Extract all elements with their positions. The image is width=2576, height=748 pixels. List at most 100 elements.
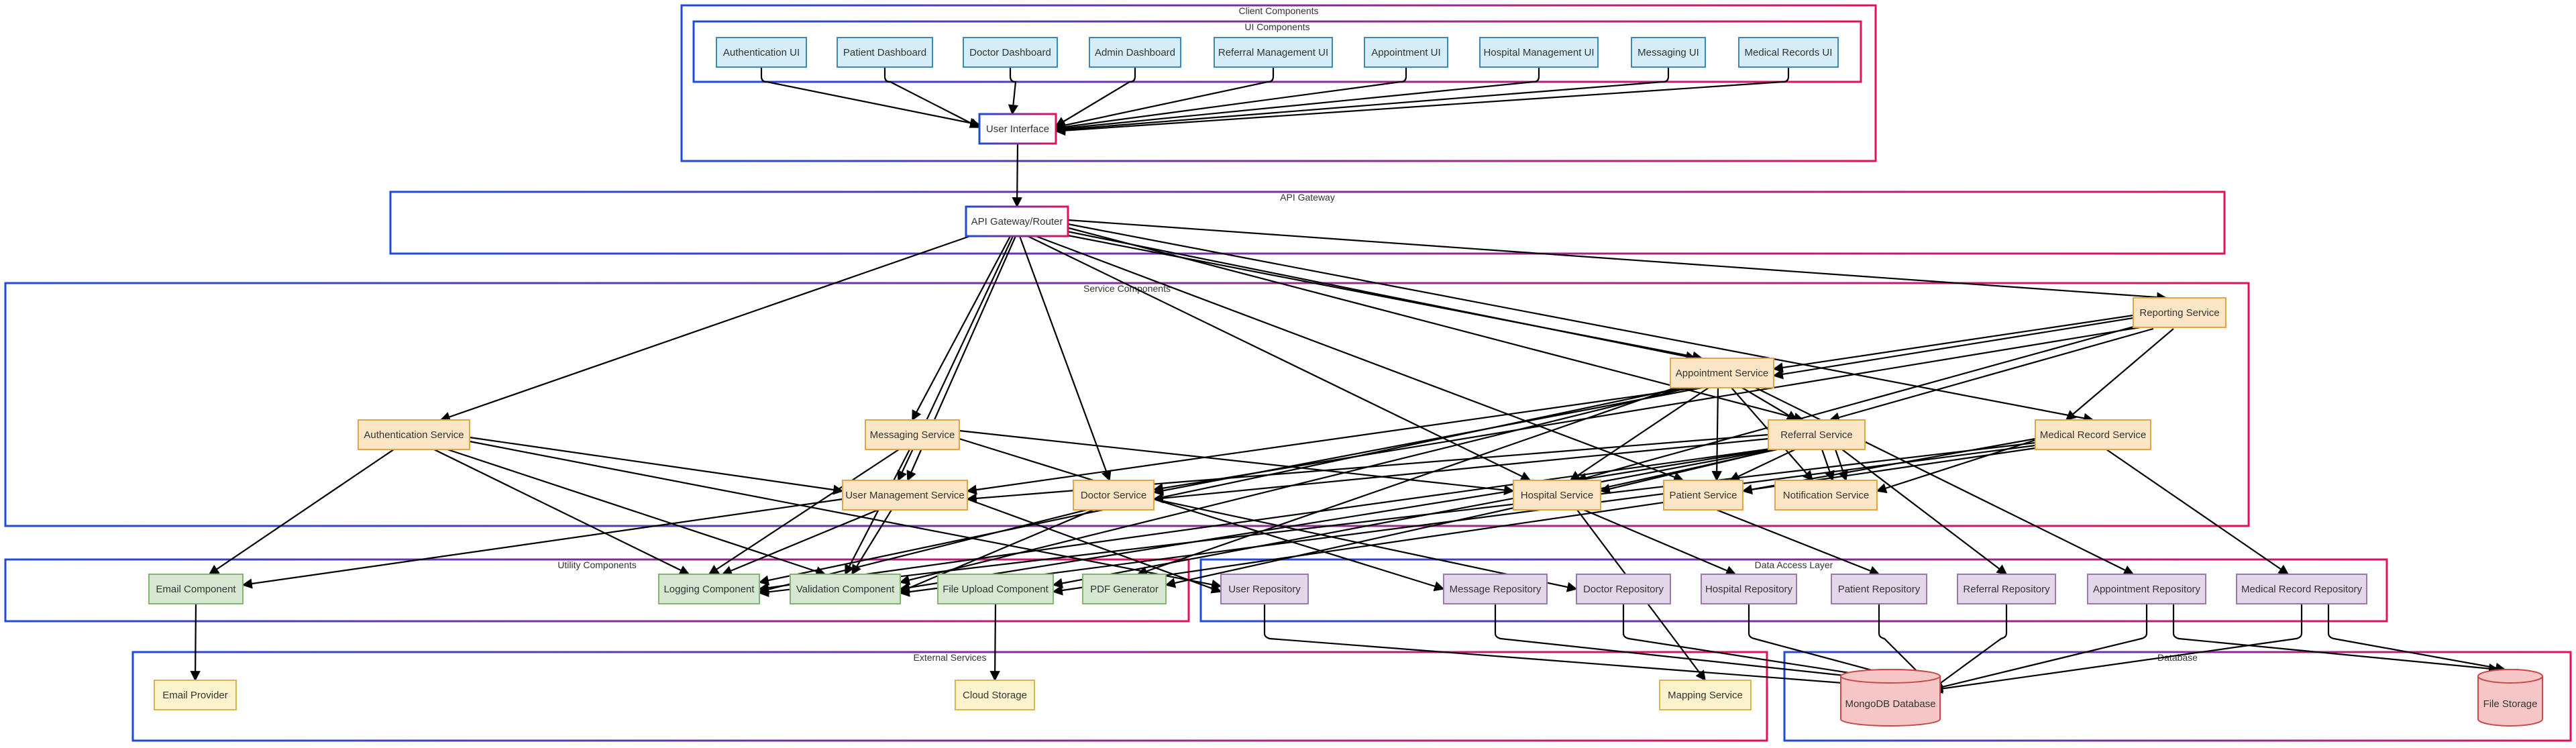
edge-referral-to-doctor	[1152, 437, 1769, 504]
node-record-repo[interactable]: Medical Record Repository	[2236, 574, 2367, 604]
edge-messaging-ui-to-user-interface	[1055, 67, 1670, 135]
edge-appointment-to-doctor	[1152, 386, 1703, 496]
node-cloud-storage[interactable]: Cloud Storage	[955, 680, 1035, 710]
node-admin-dash[interactable]: Admin Dashboard	[1089, 37, 1181, 68]
node-label-doctor-repo: Doctor Repository	[1583, 584, 1664, 595]
edge-upload-to-cloud	[989, 603, 1000, 682]
node-label-hospital-svc: Hospital Service	[1521, 490, 1593, 501]
edge-auth-to-user-mgmt	[469, 436, 844, 495]
node-hospital-repo[interactable]: Hospital Repository	[1701, 574, 1797, 604]
node-label-notification-svc: Notification Service	[1783, 490, 1869, 501]
edge-record-to-logging	[758, 441, 2036, 598]
node-email-comp[interactable]: Email Component	[148, 574, 244, 604]
edge-appointment-to-patient	[1711, 387, 1722, 482]
node-user-repo[interactable]: User Repository	[1220, 574, 1309, 604]
edge-auth-ui-to-user-interface	[760, 67, 981, 128]
node-email-provider[interactable]: Email Provider	[154, 680, 237, 710]
group-ui: UI Components	[692, 20, 1862, 83]
node-validation-comp[interactable]: Validation Component	[790, 574, 901, 604]
edge-gateway-to-reporting	[1067, 219, 2167, 303]
node-label-mapping-svc: Mapping Service	[1668, 690, 1743, 701]
node-hospital-svc[interactable]: Hospital Service	[1513, 480, 1601, 511]
edge-hospital-ui-to-user-interface	[1055, 67, 1540, 133]
edge-record-to-repo	[2106, 449, 2290, 575]
node-label-hospital-repo: Hospital Repository	[1705, 584, 1793, 595]
node-appointment-ui[interactable]: Appointment UI	[1364, 37, 1448, 68]
node-label-user-repo: User Repository	[1228, 584, 1301, 595]
group-label-service: Service Components	[1083, 283, 1171, 294]
group-gateway: API Gateway	[389, 191, 2226, 255]
node-doctor-dash[interactable]: Doctor Dashboard	[963, 37, 1058, 68]
node-label-appointment-repo: Appointment Repository	[2093, 584, 2201, 595]
node-user-mgmt-svc[interactable]: User Management Service	[842, 480, 968, 511]
node-patient-repo[interactable]: Patient Repository	[1831, 574, 1927, 604]
node-patient-svc[interactable]: Patient Service	[1663, 480, 1743, 511]
node-referral-svc[interactable]: Referral Service	[1768, 419, 1866, 450]
edge-auth-to-validation	[447, 448, 826, 576]
node-label-doctor-dash: Doctor Dashboard	[969, 47, 1051, 58]
edge-appointment-to-hospital	[1569, 387, 1709, 481]
node-label-referral-svc: Referral Service	[1780, 429, 1853, 441]
edge-messaging-to-logging	[708, 449, 900, 575]
edge-gateway-to-patient	[1035, 235, 1684, 482]
edge-user-mgmt-to-validation	[851, 509, 892, 576]
node-referral-repo[interactable]: Referral Repository	[1957, 574, 2056, 604]
node-messaging-svc[interactable]: Messaging Service	[865, 419, 960, 450]
edge-referral-to-notification-2	[1834, 449, 1848, 482]
edge-auth-to-user-repo	[469, 440, 1222, 590]
group-label-external: External Services	[914, 652, 987, 663]
edge-reporting-to-referral	[1829, 327, 2154, 423]
group-utility: Utility Components	[4, 558, 1190, 623]
edge-user-repo-to-mongodb	[1263, 604, 1861, 689]
group-database: Database	[1783, 651, 2572, 742]
edge-appointment-to-user-mgmt	[966, 386, 1696, 495]
node-label-patient-dash: Patient Dashboard	[843, 47, 926, 58]
edge-doctor-dash-to-user-interface	[1008, 67, 1019, 115]
node-messaging-ui[interactable]: Messaging UI	[1631, 37, 1706, 68]
node-file-storage[interactable]: File Storage	[2477, 669, 2543, 727]
node-pdf-gen[interactable]: PDF Generator	[1082, 574, 1167, 604]
node-appointment-svc[interactable]: Appointment Service	[1670, 358, 1774, 388]
edge-message-repo-to-mongodb	[1494, 604, 1935, 690]
group-dal: Data Access Layer	[1199, 558, 2388, 623]
node-label-message-repo: Message Repository	[1450, 584, 1542, 595]
node-gateway[interactable]: API Gateway/Router	[965, 205, 1069, 237]
edge-auth-to-email	[208, 449, 394, 575]
node-doctor-svc[interactable]: Doctor Service	[1073, 480, 1155, 511]
node-records-ui[interactable]: Medical Records UI	[1738, 37, 1839, 68]
node-label-file-storage: File Storage	[2483, 698, 2538, 710]
node-record-svc[interactable]: Medical Record Service	[2035, 419, 2151, 450]
node-auth-svc[interactable]: Authentication Service	[358, 419, 470, 450]
node-label-admin-dash: Admin Dashboard	[1095, 47, 1175, 58]
edge-gateway-to-appointment-2	[1057, 228, 1697, 362]
node-reporting[interactable]: Reporting Service	[2133, 297, 2226, 328]
node-doctor-repo[interactable]: Doctor Repository	[1576, 574, 1671, 604]
edge-hospital-to-repo	[1583, 509, 1737, 576]
edge-appointment-to-repo	[1755, 387, 2135, 575]
node-patient-dash[interactable]: Patient Dashboard	[837, 37, 933, 68]
node-hospital-ui[interactable]: Hospital Management UI	[1479, 37, 1599, 68]
node-logging-comp[interactable]: Logging Component	[658, 574, 760, 604]
edge-hospital-repo-to-mongodb	[1748, 604, 1935, 690]
node-user-interface[interactable]: User Interface	[978, 113, 1057, 145]
edge-referral-ui-to-user-interface	[1055, 67, 1275, 131]
edge-doctor-to-validation	[899, 509, 1094, 593]
node-message-repo[interactable]: Message Repository	[1443, 574, 1548, 604]
node-auth-ui[interactable]: Authentication UI	[716, 37, 807, 68]
group-label-database: Database	[2157, 652, 2198, 663]
node-upload-comp[interactable]: File Upload Component	[937, 574, 1054, 604]
node-mapping-svc[interactable]: Mapping Service	[1659, 680, 1752, 710]
edge-appointment-ui-to-user-interface	[1055, 67, 1407, 132]
edge-gateway-to-referral	[1063, 225, 1805, 423]
edge-user-interface-to-gateway	[1012, 143, 1022, 208]
edge-referral-to-repo	[1841, 449, 2008, 575]
node-appointment-repo[interactable]: Appointment Repository	[2087, 574, 2206, 604]
edge-records-ui-to-user-interface	[1055, 67, 1790, 136]
edge-record-to-notification	[1876, 439, 2036, 494]
node-notification-svc[interactable]: Notification Service	[1774, 480, 1878, 511]
node-mongodb[interactable]: MongoDB Database	[1840, 669, 1941, 727]
edge-record-repo-to-file-storage	[2327, 604, 2506, 674]
node-label-reporting: Reporting Service	[2139, 307, 2219, 319]
edge-gateway-to-hospital	[1027, 235, 1532, 481]
node-referral-ui[interactable]: Referral Management UI	[1214, 37, 1333, 68]
